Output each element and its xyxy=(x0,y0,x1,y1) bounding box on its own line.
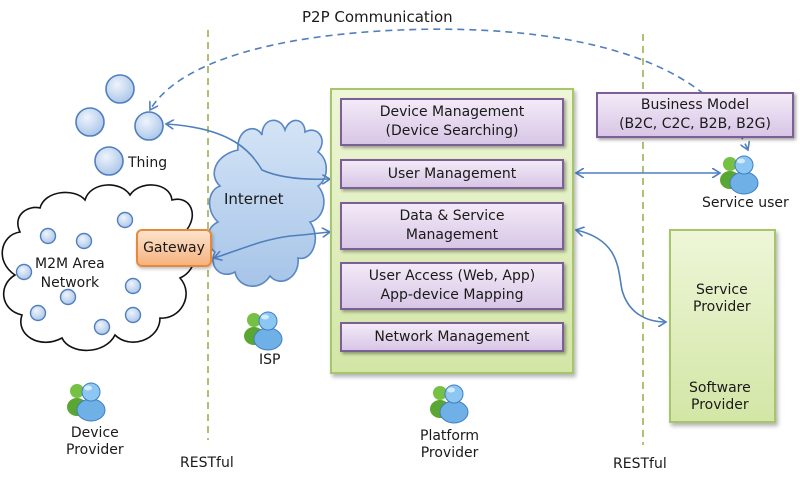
service-provider-label: Service Provider xyxy=(693,282,751,316)
module-line1: Network Management xyxy=(374,328,530,345)
module-device-management: Device Management (Device Searching) xyxy=(340,98,564,146)
isp-user-icon xyxy=(243,311,283,351)
module-line1: User Access (Web, App) xyxy=(368,268,536,284)
module-line1: Device Management xyxy=(379,104,525,120)
isp-label: ISP xyxy=(259,352,281,368)
software-provider-label: Software Provider xyxy=(689,380,751,414)
module-network-management: Network Management xyxy=(340,322,564,352)
m2m-label-line1: M2M Area xyxy=(35,256,105,272)
providers-container xyxy=(669,229,776,423)
gateway-box: Gateway xyxy=(136,229,212,267)
p2p-communication-label: P2P Communication xyxy=(302,8,453,26)
internet-label: Internet xyxy=(224,190,284,208)
platform-provider-user-icon xyxy=(429,384,469,424)
module-line1: User Management xyxy=(387,165,517,182)
thing-label: Thing xyxy=(128,155,168,171)
device-provider-user-icon xyxy=(66,382,106,422)
platform-provider-line1: Platform xyxy=(420,428,480,444)
service-provider-line2: Provider xyxy=(693,299,751,315)
business-model-line2: (B2C, C2C, B2B, B2G) xyxy=(619,116,771,132)
module-user-access: User Access (Web, App) App-device Mapping xyxy=(340,262,564,310)
restful-label-right: RESTful xyxy=(613,456,667,472)
service-user-label: Service user xyxy=(702,195,789,211)
p2p-communication-arrow xyxy=(150,28,748,150)
business-model-box: Business Model (B2C, C2C, B2B, B2G) xyxy=(596,92,794,138)
thing-platform-arrow xyxy=(166,124,330,179)
device-provider-label: Device Provider xyxy=(66,425,124,459)
platform-provider-label: Platform Provider xyxy=(420,428,479,462)
business-model-line1: Business Model xyxy=(640,97,750,113)
module-line2: (Device Searching) xyxy=(385,123,519,139)
gateway-label: Gateway xyxy=(143,240,205,256)
device-provider-line1: Device xyxy=(70,425,119,441)
restful-label-left: RESTful xyxy=(180,455,234,471)
module-line2: Management xyxy=(405,227,499,243)
platform-providers-arrow xyxy=(576,230,666,322)
platform-provider-line2: Provider xyxy=(420,445,479,461)
device-provider-line2: Provider xyxy=(66,442,124,458)
service-user-icon xyxy=(719,155,759,195)
software-provider-line2: Provider xyxy=(691,397,749,413)
service-provider-line1: Service xyxy=(695,282,748,298)
module-user-management: User Management xyxy=(340,159,564,189)
module-line1: Data & Service xyxy=(399,208,505,224)
m2m-nodes xyxy=(15,211,142,336)
m2m-area-network-cloud xyxy=(1,184,196,352)
gateway-platform-arrow xyxy=(214,232,330,258)
m2m-label-line2: Network xyxy=(40,275,100,291)
m2m-area-network-label: M2M Area Network xyxy=(35,255,105,293)
software-provider-line1: Software xyxy=(689,380,751,396)
module-line2: App-device Mapping xyxy=(380,287,524,303)
